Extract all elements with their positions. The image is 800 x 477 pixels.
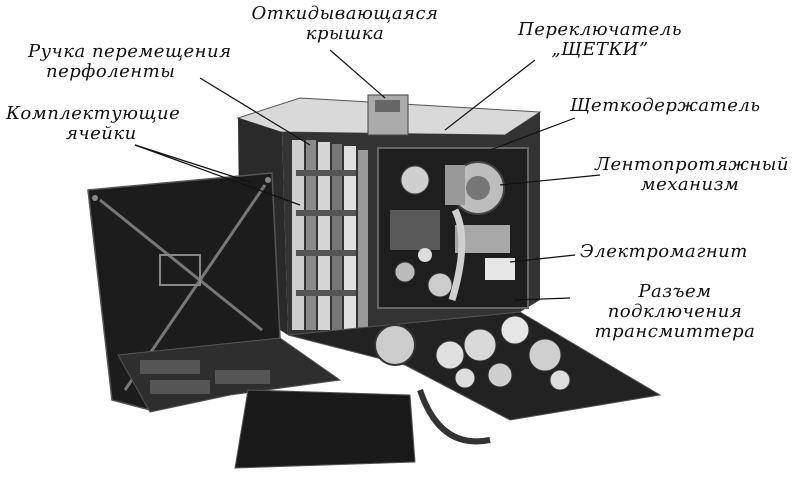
leader-tape-handle xyxy=(199,77,311,146)
label-tape-handle-line-1: Ручка перемещения xyxy=(28,41,232,62)
label-brush-switch: Переключатель „ЩЕТКИ” xyxy=(495,20,705,60)
label-tape-drive-line-1: Лентопротяжный xyxy=(595,154,789,175)
label-connector-line-1: Разъем xyxy=(638,281,712,302)
label-brush-switch-line-1: Переключатель xyxy=(518,19,682,40)
label-connector: Разъем подключения трансмиттера xyxy=(575,282,775,342)
label-lid-line-1: Откидывающаяся xyxy=(251,3,439,24)
leader-connector xyxy=(514,297,571,301)
leader-brush-switch xyxy=(444,59,536,131)
label-brush-holder: Щеткодержатель xyxy=(570,96,761,116)
label-lid: Откидывающаяся крышка xyxy=(245,4,445,44)
label-lid-line-2: крышка xyxy=(305,23,385,44)
leader-cells-2 xyxy=(134,144,301,206)
leader-electromagnet xyxy=(509,254,576,263)
label-tape-drive: Лентопротяжный механизм xyxy=(595,154,789,195)
label-tape-handle: Ручка перемещения перфоленты xyxy=(28,42,232,82)
front-drop-panel xyxy=(234,389,416,469)
label-brush-switch-line-2: „ЩЕТКИ” xyxy=(551,39,649,60)
label-cells: Комплектующие ячейки xyxy=(6,104,180,144)
label-connector-line-3: трансмиттера xyxy=(594,321,756,342)
label-brush-holder-line-1: Щеткодержатель xyxy=(570,95,761,116)
leader-lid xyxy=(329,49,386,99)
leader-tape-drive xyxy=(499,174,601,186)
component-cells xyxy=(292,140,368,330)
label-electromagnet: Электромагнит xyxy=(580,242,748,262)
label-cells-line-2: ячейки xyxy=(66,123,137,144)
label-tape-handle-line-2: перфоленты xyxy=(46,61,176,82)
label-tape-drive-line-2: механизм xyxy=(640,174,740,195)
label-connector-line-2: подключения xyxy=(607,301,743,322)
label-electromagnet-line-1: Электромагнит xyxy=(580,241,748,262)
lid-hinge-block xyxy=(367,94,409,136)
leader-brush-holder xyxy=(489,117,576,151)
carry-handle xyxy=(417,389,491,445)
tape-drive-mechanism xyxy=(390,161,515,302)
leader-cells-1 xyxy=(134,144,251,183)
electromagnet-body xyxy=(485,258,515,280)
transmitter-connectors xyxy=(374,315,571,391)
label-cells-line-1: Комплектующие xyxy=(6,103,181,124)
